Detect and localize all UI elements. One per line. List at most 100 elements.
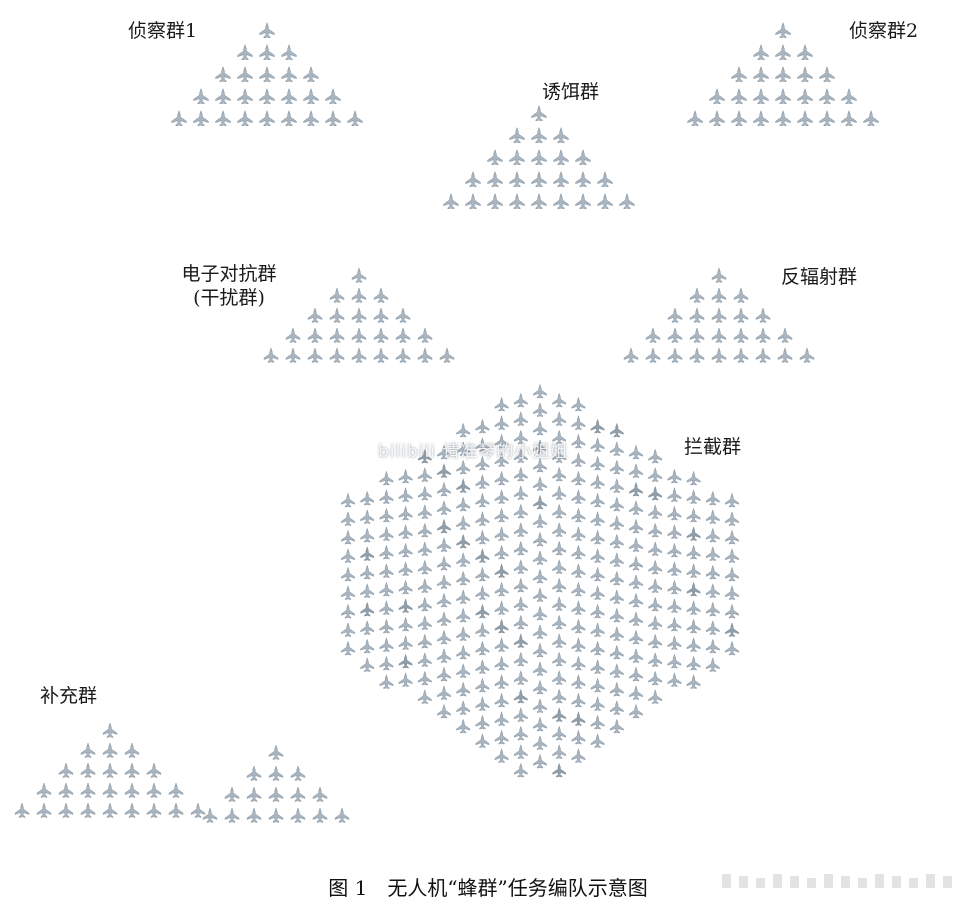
drone-icon [725, 566, 739, 582]
drone-icon [259, 65, 275, 83]
drone-icon [494, 674, 509, 689]
drone-icon [417, 633, 432, 649]
drone-icon [629, 703, 643, 719]
drone-icon [667, 561, 682, 576]
drone-icon [395, 307, 411, 323]
drone-icon [553, 192, 569, 210]
drone-icon [456, 515, 471, 530]
drone-icon [417, 327, 433, 343]
watermark-bar [841, 876, 850, 888]
drone-icon [590, 418, 605, 434]
drone-icon [325, 109, 341, 127]
drone-icon [475, 696, 490, 711]
drone-icon [475, 603, 490, 619]
drone-icon [417, 504, 432, 519]
drone-icon [494, 470, 509, 486]
drone-icon [609, 478, 624, 493]
drone-icon [329, 307, 345, 323]
drone-icon [705, 509, 720, 524]
drone-icon [456, 589, 471, 604]
label-intercept: 拦截群 [684, 436, 742, 458]
drone-icon [533, 494, 547, 510]
drone-icon [686, 581, 701, 597]
drone-icon [609, 700, 624, 715]
drone-icon [360, 509, 375, 524]
drone-icon [513, 503, 528, 519]
drone-icon [819, 65, 835, 83]
drone-icon [571, 396, 586, 412]
drone-icon [102, 722, 118, 738]
drone-icon [341, 492, 355, 508]
drone-icon [341, 548, 355, 563]
drone-icon [648, 522, 663, 538]
drone-icon [590, 529, 605, 545]
drone-icon [379, 581, 394, 597]
drone-icon [398, 653, 413, 669]
drone-icon [753, 87, 769, 105]
drone-icon [456, 718, 471, 734]
drone-icon [417, 689, 432, 704]
drone-icon [533, 753, 547, 769]
drone-icon [290, 807, 306, 823]
drone-icon [689, 287, 705, 303]
drone-icon [667, 307, 683, 323]
drone-icon [667, 347, 683, 363]
drone-icon [590, 696, 605, 711]
label-recon-2: 侦察群2 [849, 20, 919, 42]
drone-icon [325, 87, 341, 105]
drone-icon [629, 518, 643, 534]
drone-icon [215, 87, 231, 105]
drone-icon [629, 666, 643, 682]
drone-icon [645, 327, 661, 343]
drone-icon [494, 415, 509, 430]
drone-icon [590, 474, 605, 489]
drone-icon [437, 463, 451, 478]
drone-icon [552, 485, 567, 500]
drone-icon [268, 765, 284, 781]
drone-icon [168, 802, 184, 818]
drone-icon [417, 448, 432, 464]
drone-icon [475, 733, 490, 748]
drone-icon [456, 459, 471, 475]
drone-icon [398, 635, 413, 650]
drone-icon [629, 629, 643, 645]
drone-icon [417, 347, 433, 363]
drone-icon [398, 542, 413, 558]
drone-icon [379, 470, 394, 486]
drone-icon [819, 87, 835, 105]
drone-icon [312, 786, 328, 802]
drone-icon [513, 633, 528, 648]
drone-icon [379, 507, 394, 523]
drone-icon [689, 307, 705, 323]
drone-icon [667, 635, 682, 650]
drone-icon [513, 411, 528, 426]
drone-icon [417, 522, 432, 538]
drone-icon [725, 585, 739, 600]
drone-icon [705, 620, 720, 635]
drone-icon [667, 598, 682, 613]
watermark-bar [875, 874, 884, 888]
drone-icon [590, 585, 605, 600]
drone-icon [465, 170, 481, 188]
drone-icon [533, 402, 547, 417]
drone-icon [686, 637, 701, 652]
drone-icon [341, 529, 355, 545]
drone-icon [552, 596, 567, 611]
drone-icon [575, 192, 591, 210]
drone-icon [285, 347, 301, 363]
drone-icon [513, 670, 528, 685]
drone-icon [686, 563, 701, 578]
drone-icon [531, 126, 547, 144]
drone-icon [725, 492, 739, 508]
watermark-bar [858, 878, 867, 888]
drone-icon [307, 307, 323, 323]
drone-icon [552, 670, 567, 685]
drone-icon [571, 655, 586, 671]
drone-icon [437, 592, 451, 608]
drone-icon [571, 470, 586, 486]
drone-icon [733, 307, 749, 323]
drone-icon [347, 109, 363, 127]
watermark-bar [824, 874, 833, 888]
